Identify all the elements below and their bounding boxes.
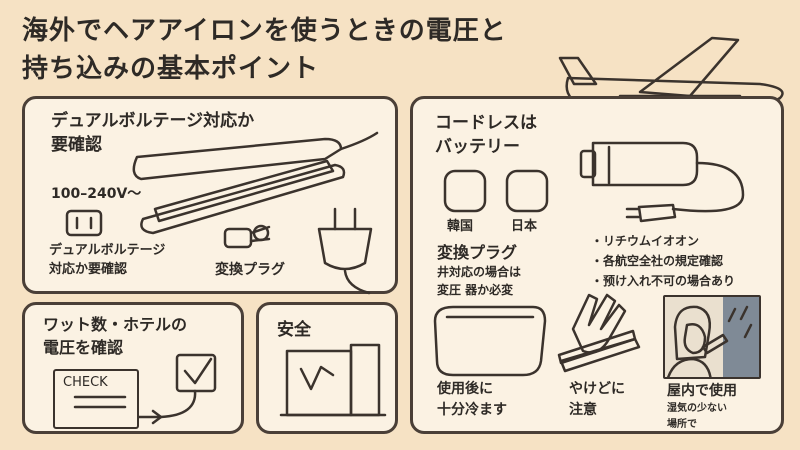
checkbox-icon: [73, 353, 217, 425]
pouch-icon: [433, 305, 547, 377]
wattage-heading: ワット数・ホテルの 電圧を確認: [43, 315, 188, 357]
bullet-item: ・リチウムイオオン: [591, 234, 700, 248]
check-label: CHECK: [63, 375, 108, 390]
cordless-heading: コードレスは バッテリー: [435, 113, 537, 157]
hand-iron-icon: [557, 293, 641, 373]
title-line-1: 海外でヘアアイロンを使うときの電圧と: [22, 16, 507, 46]
voltage-range: 100–240V〜: [51, 186, 142, 202]
person-icon: [667, 297, 759, 377]
plug-adapter-icon: [223, 224, 271, 249]
outlet-icons: [443, 169, 549, 213]
title-line-2: 持ち込みの基本ポイント: [22, 54, 320, 84]
battery-bullets: ・リチウムイオオン ・各航空全社の規定確認 ・预け入れ不可の場合あり: [591, 231, 735, 291]
wattage-panel: ワット数・ホテルの 電圧を確認 CHECK: [22, 302, 244, 434]
safety-panel: 安全: [256, 302, 398, 434]
outlet-icon: [65, 209, 103, 237]
tip-burn-warning: やけどに 注意: [569, 381, 625, 418]
building-icon: [279, 343, 387, 417]
cordless-panel: コードレスは バッテリー 韓国 日本 変換プラグ 井対応の場合は 変圧 器か必変…: [410, 96, 784, 434]
tip-cool-down: 使用後に 十分冷ます: [437, 381, 507, 418]
safety-heading: 安全: [277, 320, 311, 340]
outlet-label-right: 日本: [511, 219, 538, 234]
bullet-item: ・各航空全社の規定確認: [591, 254, 724, 268]
outlet-label-left: 韓国: [447, 219, 474, 234]
bullet-item: ・预け入れ不可の場合あり: [591, 274, 736, 288]
conversion-plug-heading: 変換プラグ: [437, 243, 518, 262]
indoor-use-illustration: [663, 295, 761, 379]
page-title: 海外でヘアアイロンを使うときの電圧と 持ち込みの基本ポイント: [22, 12, 507, 88]
hair-iron-icon: [132, 131, 379, 235]
conversion-plug-note: 井対応の場合は 変圧 器か必変: [437, 265, 522, 297]
tip-indoor-use: 屋内で使用 湿気の少ない 場所で: [667, 383, 737, 430]
battery-charger-icon: [579, 141, 745, 223]
check-card: CHECK: [53, 369, 139, 429]
power-plug-icon: [317, 207, 373, 295]
conversion-plug-label: 変換プラグ: [215, 262, 285, 278]
voltage-heading: デュアルボルテージ対応か 要確認: [51, 111, 255, 155]
dual-voltage-caption: デュアルボルテージ 対応か要確認: [49, 243, 166, 277]
voltage-panel: デュアルボルテージ対応か 要確認 100–240V〜 デュアルボルテージ 対応か…: [22, 96, 398, 295]
